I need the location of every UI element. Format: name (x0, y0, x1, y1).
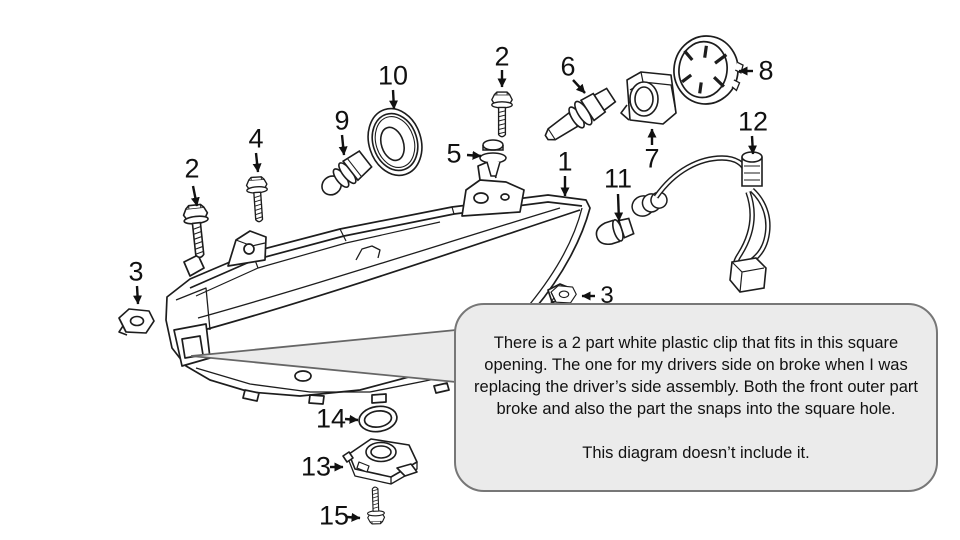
callout-paragraph-2: This diagram doesn’t include it. (582, 443, 810, 462)
retaining-ring-8 (673, 35, 744, 105)
part-label-3-right: 3 (600, 282, 614, 309)
part-label-13: 13 (300, 451, 332, 482)
o-ring-14 (358, 405, 398, 433)
bolt-2-top (491, 91, 513, 138)
bolt-4 (245, 175, 271, 224)
part-label-5: 5 (446, 138, 462, 169)
part-label-10: 10 (377, 60, 409, 91)
part-label-15: 15 (318, 500, 350, 531)
callout-bubble: There is a 2 part white plastic clip tha… (454, 303, 938, 492)
part-label-3-left: 3 (128, 256, 144, 287)
bolt-2-left (181, 203, 213, 260)
headlamp-housing (165, 160, 591, 405)
part-label-14: 14 (315, 403, 347, 434)
part-label-2-top: 2 (494, 41, 510, 72)
wiring-harness-12 (631, 151, 771, 293)
part-label-8: 8 (758, 55, 774, 86)
bulb-11 (595, 217, 635, 246)
socket-cover-7 (620, 71, 677, 125)
bulb-9 (321, 150, 373, 196)
screw-rivet-5 (479, 139, 507, 177)
seal-ring-10 (367, 107, 423, 177)
bolt-15 (366, 486, 386, 525)
control-module-13 (342, 438, 418, 485)
part-label-1: 1 (557, 146, 573, 177)
part-label-2-left: 2 (184, 153, 200, 184)
callout-paragraph-1: There is a 2 part white plastic clip tha… (474, 333, 918, 418)
part-label-12: 12 (737, 106, 769, 137)
clip-nut-3-left (118, 308, 155, 336)
part-label-6: 6 (560, 51, 576, 82)
part-label-9: 9 (334, 105, 350, 136)
part-label-4: 4 (248, 123, 264, 154)
bulb-6 (544, 87, 617, 141)
leader-arrows (133, 66, 758, 522)
part-label-7: 7 (644, 143, 660, 174)
part-label-11: 11 (603, 163, 633, 194)
callout-tail (190, 329, 460, 383)
